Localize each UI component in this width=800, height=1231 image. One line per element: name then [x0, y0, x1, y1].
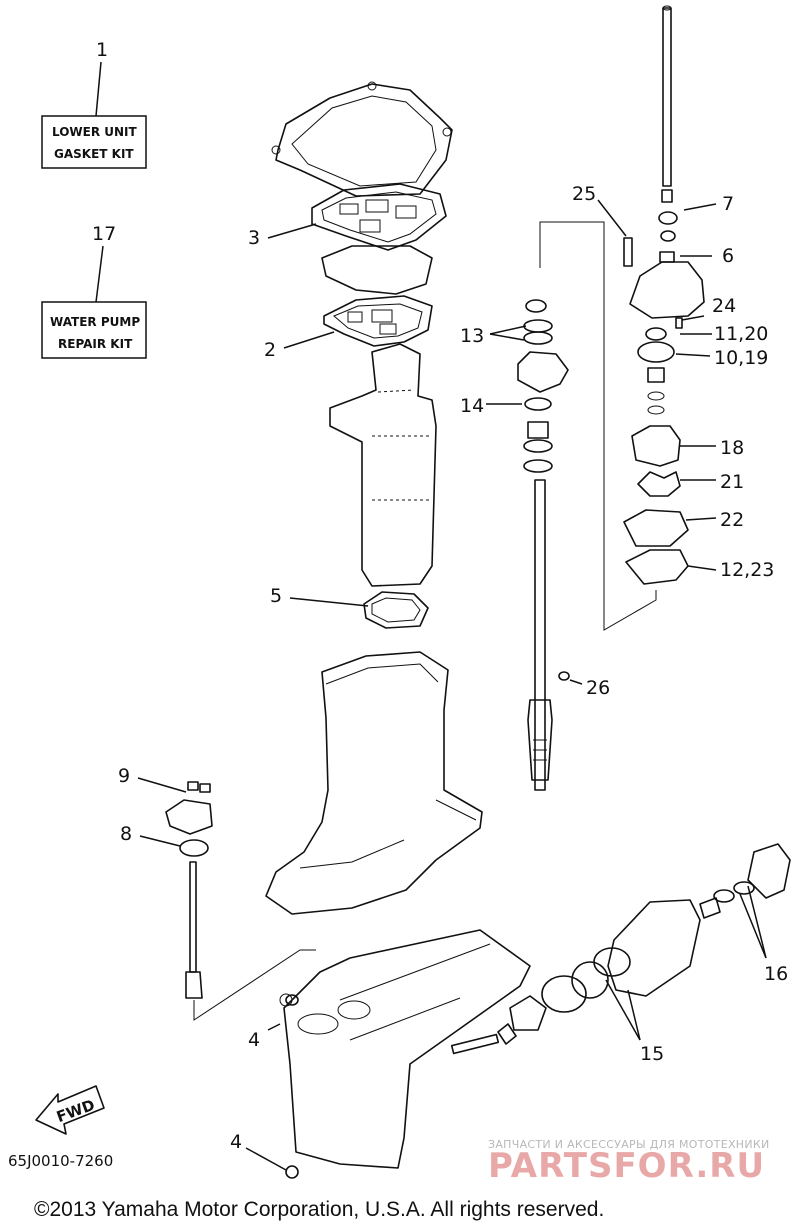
- pump-seals-part: [623, 317, 689, 585]
- callout-25: 25: [572, 183, 596, 205]
- kit-box-lower-unit: 1 LOWER UNIT GASKET KIT: [41, 39, 147, 169]
- callout-14: 14: [460, 395, 484, 417]
- kit-box-water-pump: 17 WATER PUMP REPAIR KIT: [41, 223, 147, 359]
- callout-4b: 4: [230, 1131, 242, 1153]
- callout-16: 16: [764, 963, 788, 985]
- small-fittings-part: [285, 671, 570, 1179]
- callout-6: 6: [722, 245, 734, 267]
- gasket-5-part: [363, 591, 429, 629]
- callout-numbers: 3 2 5 13 14 25 7 6 24 11,20 10,19 18 21 …: [118, 183, 788, 1153]
- lower-casing-part: [279, 929, 531, 1169]
- upper-cover-part: [271, 81, 453, 197]
- callout-26: 26: [586, 677, 610, 699]
- gasket-3-part: [311, 183, 447, 251]
- watermark-tagline: ЗАПЧАСТИ И АКСЕССУАРЫ ДЛЯ МОТОТЕХНИКИ: [488, 1138, 770, 1151]
- callout-3: 3: [248, 227, 260, 249]
- pump-housing-part: [623, 237, 705, 319]
- callout-24: 24: [712, 295, 736, 317]
- callout-9: 9: [118, 765, 130, 787]
- fwd-arrow-icon: FWD: [35, 1085, 105, 1135]
- kit-ref-17: 17: [92, 223, 116, 245]
- drive-shaft-part: [527, 479, 553, 791]
- callout-4a: 4: [248, 1029, 260, 1051]
- assembly-guide-line: [539, 221, 657, 631]
- callout-22: 22: [720, 509, 744, 531]
- diagram-code: 65J0010-7260: [8, 1152, 114, 1170]
- callout-21: 21: [720, 471, 744, 493]
- callout-11: 11,20: [714, 323, 768, 345]
- kit-line: GASKET KIT: [54, 147, 134, 161]
- watermark-logo: PARTSFOR.RU: [488, 1146, 766, 1186]
- bearing-stack-part: [517, 299, 569, 473]
- callout-13: 13: [460, 325, 484, 347]
- callout-10: 10,19: [714, 347, 768, 369]
- gasket-2-part: [323, 295, 433, 347]
- kit-line: WATER PUMP: [50, 315, 140, 329]
- callout-12: 12,23: [720, 559, 774, 581]
- callout-2: 2: [264, 339, 276, 361]
- callout-8: 8: [120, 823, 132, 845]
- callout-7: 7: [722, 193, 734, 215]
- callout-5: 5: [270, 585, 282, 607]
- kit-ref-1: 1: [96, 39, 108, 61]
- callout-15: 15: [640, 1043, 664, 1065]
- copyright-notice: ©2013 Yamaha Motor Corporation, U.S.A. A…: [34, 1198, 605, 1221]
- upper-casing-part: [265, 651, 483, 915]
- leader-lines: [137, 199, 767, 1171]
- propeller-shaft-part: [450, 843, 791, 1055]
- water-tube-part: [658, 5, 678, 263]
- callout-18: 18: [720, 437, 744, 459]
- exhaust-guide-part: [329, 343, 437, 587]
- spacer-plate-part: [321, 245, 433, 295]
- kit-line: REPAIR KIT: [58, 337, 133, 351]
- shift-rod-part: [165, 781, 316, 1021]
- kit-line: LOWER UNIT: [52, 125, 138, 139]
